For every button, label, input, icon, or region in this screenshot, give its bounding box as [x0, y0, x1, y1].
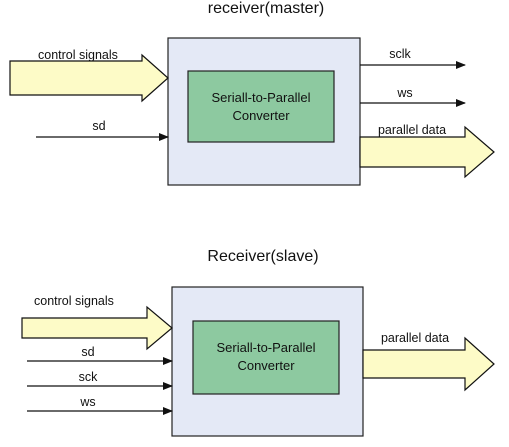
slave-sd-label: sd: [81, 345, 94, 359]
master-title: receiver(master): [208, 0, 324, 17]
slave-parallel-data-arrow: [362, 336, 495, 392]
master-control-signals-arrow: [9, 53, 169, 103]
slave-control-signals-label: control signals: [34, 294, 114, 308]
slave-ws-label: ws: [79, 395, 95, 409]
slave-section: Receiver(slave) Seriall-to-Parallel Conv…: [21, 248, 495, 437]
slave-title: Receiver(slave): [207, 248, 318, 265]
slave-converter-label-line1: Seriall-to-Parallel: [217, 340, 316, 355]
slave-converter-block: [192, 320, 340, 395]
master-parallel-data-arrow: [359, 125, 495, 179]
master-section: receiver(master) Seriall-to-Parallel Con…: [9, 0, 495, 186]
slave-converter-label-line2: Converter: [237, 358, 295, 373]
slave-parallel-data-label: parallel data: [381, 331, 449, 345]
master-control-signals-label: control signals: [38, 48, 118, 62]
master-sclk-label: sclk: [389, 47, 411, 61]
slave-sck-label: sck: [79, 370, 99, 384]
slave-control-signals-arrow: [21, 305, 173, 351]
master-converter-label-line2: Converter: [232, 108, 290, 123]
master-ws-label: ws: [396, 86, 412, 100]
master-converter-label-line1: Seriall-to-Parallel: [212, 90, 311, 105]
master-sd-label: sd: [92, 119, 105, 133]
master-converter-block: [187, 70, 335, 143]
master-parallel-data-label: parallel data: [378, 123, 446, 137]
